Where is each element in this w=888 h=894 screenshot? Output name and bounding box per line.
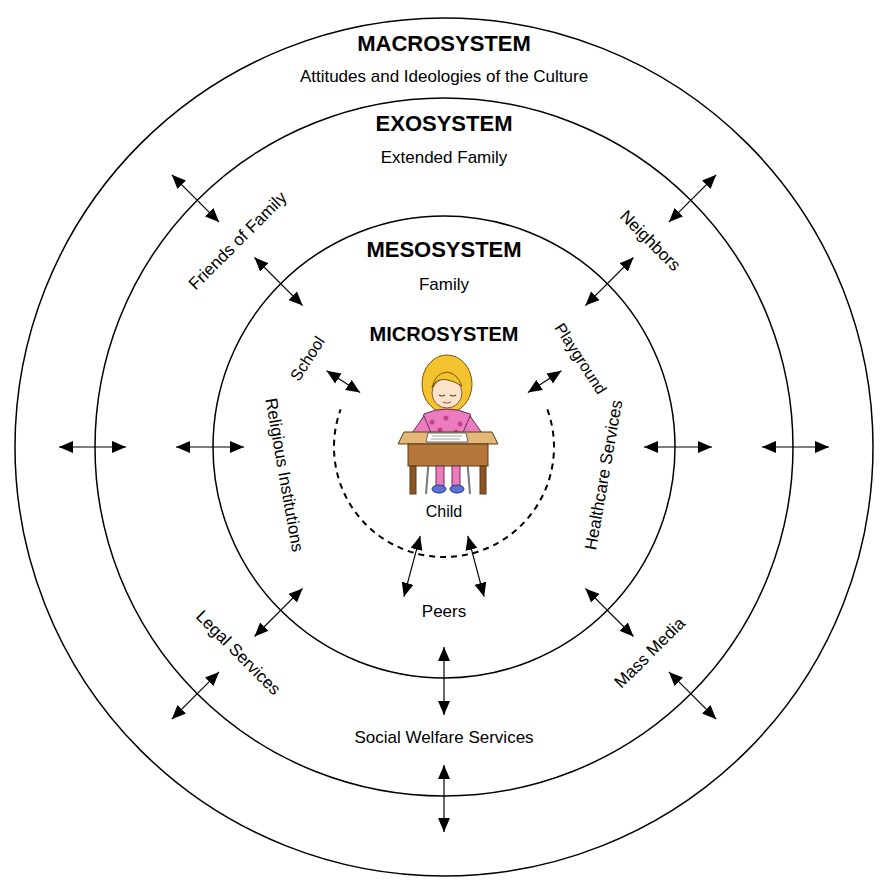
double-arrow (585, 588, 633, 636)
child-illustration (480, 466, 486, 494)
child-illustration (398, 355, 498, 494)
system-item: Playground (550, 320, 610, 398)
microsystem-circle: MICROSYSTEMChild (332, 335, 556, 559)
child-illustration (426, 433, 468, 442)
system-heading: MACROSYSTEM (357, 31, 531, 56)
system-item: Social Welfare Services (354, 728, 533, 748)
mesosystem-circle: MESOSYSTEMFamilyMICROSYSTEMChild (212, 215, 676, 679)
child-illustration (432, 372, 462, 388)
child-illustration (410, 466, 416, 494)
microsystem-circle-outline (332, 335, 556, 559)
double-arrow (468, 536, 484, 597)
double-arrow (172, 175, 219, 222)
child-illustration (408, 444, 488, 466)
child-illustration (431, 436, 462, 439)
system-heading: MESOSYSTEM (366, 237, 521, 262)
double-arrow (669, 175, 716, 222)
macrosystem-circle-line (15, 18, 873, 876)
child-illustration (443, 402, 451, 403)
microsystem-circle-line (334, 409, 554, 557)
system-item: Religious Institutions (261, 397, 307, 554)
system-item: Healthcare Services (581, 398, 627, 551)
child-illustration (398, 432, 498, 444)
double-arrow (255, 588, 303, 636)
system-item: Legal Services (192, 607, 285, 700)
system-text: Extended Family (381, 148, 508, 168)
exosystem-circle-line (95, 98, 793, 796)
system-text: Attitudes and Ideologies of the Culture (300, 67, 588, 87)
macrosystem-circle: MACROSYSTEM Attitudes and Ideologies of t… (14, 17, 874, 877)
double-arrow (528, 371, 562, 393)
double-arrow (176, 446, 244, 447)
double-arrow (443, 765, 444, 832)
double-arrow (172, 672, 219, 719)
child-illustration (450, 485, 464, 493)
system-item: Mass Media (611, 614, 690, 693)
child-illustration (452, 466, 460, 486)
double-arrow (404, 536, 420, 597)
system-heading: MICROSYSTEM (370, 323, 519, 346)
child-illustration (439, 395, 456, 396)
system-text: Child (426, 503, 462, 521)
double-arrow (59, 175, 829, 832)
double-arrow (669, 672, 716, 719)
double-arrow (327, 371, 361, 393)
macrosystem-circle-outline (14, 17, 874, 877)
double-arrow (585, 258, 633, 306)
system-text: Family (419, 275, 469, 295)
exosystem-circle: EXOSYSTEM Extended FamilyMESOSYSTEM Family… (94, 97, 794, 797)
double-arrow (644, 446, 712, 447)
child-illustration (432, 485, 446, 493)
exosystem-circle-outline (94, 97, 794, 797)
child-illustration (422, 355, 472, 413)
system-item: Friends of Family (185, 188, 291, 294)
system-item: Peers (422, 602, 466, 622)
system-heading: EXOSYSTEM (376, 111, 513, 136)
child-illustration (458, 422, 463, 427)
system-item: School (287, 333, 329, 384)
double-arrow (762, 446, 829, 447)
child-illustration (430, 420, 435, 425)
mesosystem-circle-line (213, 216, 675, 678)
double-arrow (255, 258, 303, 306)
double-arrow (443, 647, 444, 715)
system-item: Neighbors (616, 207, 685, 276)
child-illustration (436, 466, 444, 486)
child-illustration (444, 416, 449, 421)
double-arrow (59, 446, 126, 447)
